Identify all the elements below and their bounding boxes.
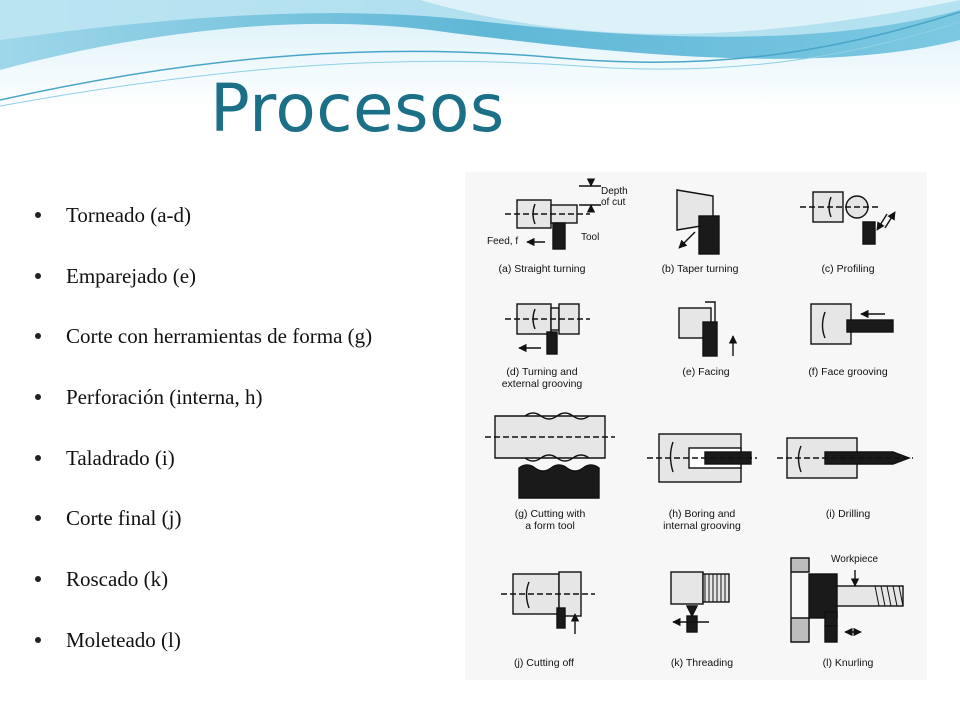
threading-drawing <box>670 571 730 633</box>
turning-external-grooving-drawing <box>505 303 590 355</box>
bullet-text: Taladrado (i) <box>66 445 175 470</box>
caption-knurling: (l) Knurling <box>822 657 874 669</box>
caption-facing: (e) Facing <box>682 366 730 378</box>
bullet-dot-icon <box>35 576 41 583</box>
caption-boring-internal-grooving: (h) Boring and internal grooving <box>663 508 741 532</box>
workpiece-label: Workpiece <box>831 554 879 565</box>
bullet-item: Roscado (k) <box>30 562 470 623</box>
facing-drawing <box>678 301 738 357</box>
bullet-text: Torneado (a-d) <box>66 203 192 227</box>
machining-drawings <box>485 178 913 643</box>
taper-turning-drawing <box>676 189 720 255</box>
feed-label: Feed, f <box>487 236 519 247</box>
profiling-drawing <box>800 191 896 245</box>
bullet-dot-icon <box>35 333 41 340</box>
bullet-dot-icon <box>35 454 41 461</box>
face-grooving-drawing <box>810 303 894 345</box>
bullet-text: Roscado (k) <box>66 567 169 592</box>
caption-cutting-off: (j) Cutting off <box>514 657 574 669</box>
drilling-drawing <box>777 437 913 479</box>
caption-form-tool: (g) Cutting with a form tool <box>514 508 586 532</box>
caption-threading: (k) Threading <box>670 657 734 669</box>
bullet-text: Emparejado (e) <box>66 263 197 288</box>
bullet-text: Corte con herramientas de forma (g) <box>66 324 373 349</box>
bullet-item: Perforación (interna, h) <box>30 380 470 441</box>
caption-taper-turning: (b) Taper turning <box>661 263 739 275</box>
bullet-text: Perforación (interna, h) <box>66 385 263 410</box>
straight-turning-drawing <box>505 178 601 250</box>
bullet-dot-icon <box>35 394 41 401</box>
boring-internal-grooving-drawing <box>647 433 757 483</box>
bullet-item: Torneado (a-d) <box>30 198 470 259</box>
caption-drilling: (i) Drilling <box>825 508 871 520</box>
caption-face-grooving: (f) Face grooving <box>808 366 888 378</box>
depth-of-cut-label: Depth of cut <box>601 186 628 208</box>
form-tool-cutting-drawing <box>485 412 615 499</box>
bullet-item: Emparejado (e) <box>30 259 470 320</box>
knurling-drawing <box>790 557 904 643</box>
caption-straight-turning: (a) Straight turning <box>498 263 586 275</box>
machining-operations-figure: Depth of cut Tool Feed, f Workpiece (a) … <box>465 172 927 680</box>
tool-label: Tool <box>581 232 600 243</box>
bullet-list: Torneado (a-d) Emparejado (e) Corte con … <box>30 198 470 684</box>
caption-turning-external-grooving: (d) Turning and external grooving <box>501 366 583 390</box>
bullet-item: Moleteado (l) <box>30 623 470 684</box>
bullet-dot-icon <box>35 515 41 522</box>
bullet-dot-icon <box>35 272 41 279</box>
bullet-dot-icon <box>35 636 41 643</box>
bullet-text: Corte final (j) <box>66 506 182 531</box>
caption-profiling: (c) Profiling <box>821 263 875 275</box>
bullet-item: Corte con herramientas de forma (g) <box>30 319 470 380</box>
bullet-text: Moleteado (l) <box>66 627 181 652</box>
bullet-item: Taladrado (i) <box>30 441 470 502</box>
bullet-dot-icon <box>35 212 41 218</box>
bullet-item: Corte final (j) <box>30 501 470 562</box>
cutting-off-drawing <box>501 571 595 634</box>
header-wave-decoration <box>0 0 960 110</box>
slide-title: Procesos <box>210 70 505 147</box>
